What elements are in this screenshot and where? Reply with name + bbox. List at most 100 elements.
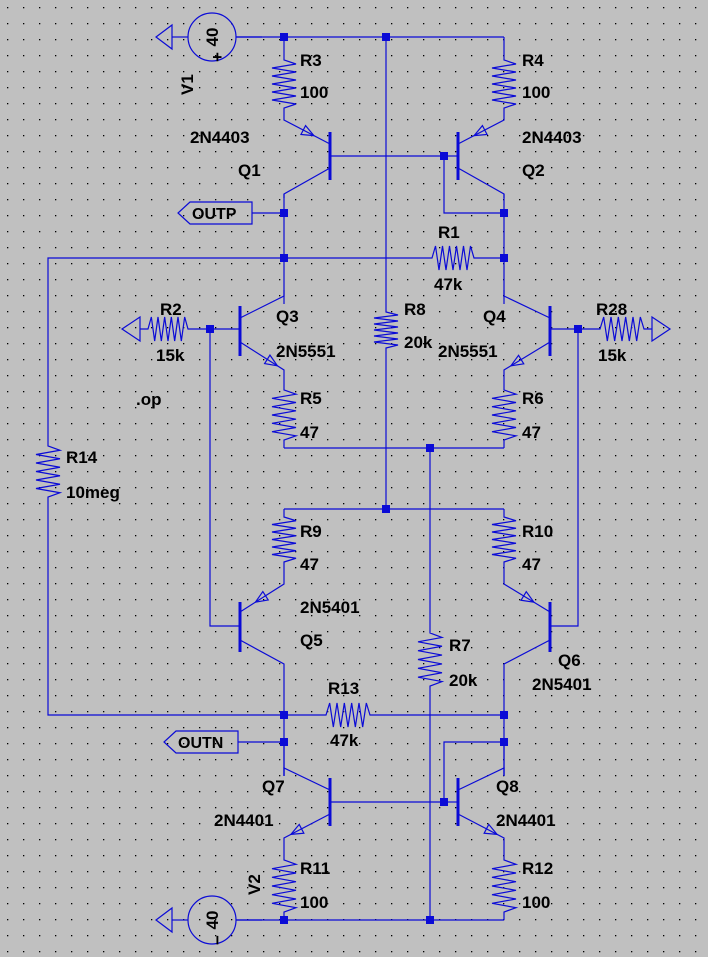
labels: R3 100 R4 100 R1 47k R2 15k R28 15k R8 2… [66,51,627,912]
q4-transistor-emitter-arrow [509,354,525,367]
r13-value: 47k [330,731,359,750]
r28-value: 15k [598,346,627,365]
q6-transistor-collector [503,639,551,670]
v2-source [155,895,262,945]
r14-resistor [35,438,63,505]
r13-name: R13 [328,679,359,698]
r5-name: R5 [300,389,322,408]
r8-name: R8 [404,300,426,319]
junction-dot [440,152,448,160]
r6-resistor [491,382,519,448]
r11-name: R11 [300,859,330,878]
junction-dot [280,33,288,41]
r4-value: 100 [522,83,550,102]
junction-dot [574,325,582,333]
q4-transistor-collector [503,290,551,319]
outn-port-shape [163,730,239,754]
q8-transistor-emitter-arrow [483,823,499,836]
q3-transistor [238,290,285,382]
q1-model: 2N4403 [190,128,250,147]
r5-value: 47 [300,423,319,442]
q8-model: 2N4401 [496,811,556,830]
r10-value: 47 [522,555,541,574]
wire-q8-base-loop [443,741,504,802]
r6-value: 47 [522,423,541,442]
q2-name: Q2 [522,161,545,180]
q8-transistor-emitter [457,813,505,852]
q2-model: 2N4403 [522,128,582,147]
q3-name: Q3 [276,307,299,326]
q4-name: Q4 [483,307,506,326]
v1-name: V1 [178,74,197,95]
r2-value: 15k [156,346,185,365]
q6-transistor [503,570,552,670]
junction-dot [500,738,508,746]
r5-resistor [271,382,299,448]
junction-dot [280,254,288,262]
r11-value: 100 [300,893,328,912]
q7-name: Q7 [262,777,285,796]
q5-model: 2N5401 [300,598,360,617]
r8-resistor [373,304,399,356]
r11-resistor [271,852,299,920]
q1-transistor [283,116,332,198]
r7-name: R7 [449,636,471,655]
junction-dot [426,916,434,924]
r4-resistor [491,52,517,116]
q1-name: Q1 [238,161,261,180]
q5-transistor-emitter-arrow [254,590,270,604]
r14-name: R14 [66,448,98,467]
r10-resistor [491,509,517,570]
r2-ground-icon [120,315,141,343]
r3-resistor [271,52,297,116]
r6-name: R6 [522,389,544,408]
q4-transistor [503,290,552,382]
r3-value: 100 [300,83,328,102]
q3-transistor-emitter-arrow [263,354,279,367]
q6-model: 2N5401 [532,675,592,694]
v1-polarity-icon: + [208,52,227,62]
r9-resistor [271,509,297,570]
junction-dots [206,33,582,924]
junction-dot [280,738,288,746]
r12-name: R12 [522,859,553,878]
wire-q2-base-loop [443,156,504,214]
wire-r14-loop [47,257,318,716]
r8-value: 20k [404,333,433,352]
q7-model: 2N4401 [214,811,274,830]
outp-port-shape [177,201,253,225]
outp-port-label: OUTP [192,206,237,223]
v2-source-ground-icon [155,906,173,934]
q6-transistor-emitter-arrow [520,590,536,604]
r3-name: R3 [300,51,322,70]
wire-q3-base-down [209,329,240,627]
q2-transistor [444,116,505,198]
q4-model: 2N5551 [438,342,498,361]
q5-transistor-collector [239,639,285,670]
v2-polarity-icon: − [208,935,227,945]
r12-resistor [491,852,519,920]
r28-resistor [592,316,652,342]
junction-dot [206,325,214,333]
junction-dot [280,916,288,924]
q7-transistor [283,767,332,852]
r7-resistor [417,625,445,694]
r1-value: 47k [434,275,463,294]
junction-dot [426,444,434,452]
r2-resistor [140,316,196,342]
q1-transistor-collector [283,167,331,198]
r9-value: 47 [300,555,319,574]
r7-value: 20k [449,671,478,690]
junction-dot [500,711,508,719]
junction-dot [280,209,288,217]
q7-transistor-emitter-arrow [289,823,305,836]
r4-name: R4 [522,51,544,70]
r28-ground-icon [651,315,672,343]
junction-dot [500,209,508,217]
q5-transistor [238,570,285,670]
q1-transistor-emitter-arrow [299,124,316,137]
junction-dot [500,254,508,262]
q2-transistor-emitter-arrow [472,124,489,137]
